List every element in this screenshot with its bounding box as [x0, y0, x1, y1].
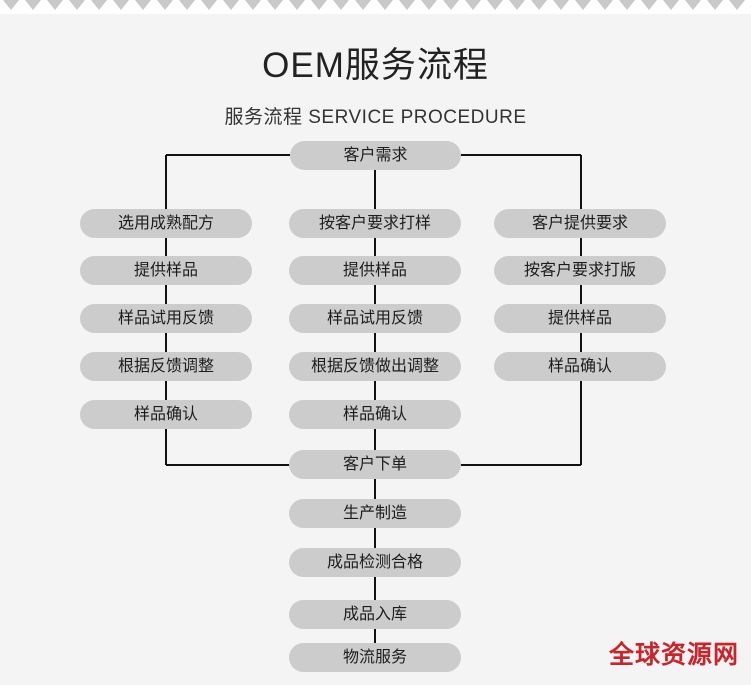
node-label: 成品入库 [342, 606, 407, 623]
node-label: 成品检测合格 [326, 554, 423, 571]
decorative-top-edge [0, 0, 751, 14]
node-label: 生产制造 [342, 505, 407, 522]
node-tail-2[interactable]: 成品检测合格 [289, 548, 461, 577]
node-label: 样品确认 [547, 358, 612, 375]
node-label: 样品试用反馈 [117, 310, 214, 327]
node-center-1[interactable]: 按客户要求打样 [289, 209, 461, 238]
scallop-pattern-icon [0, 0, 751, 11]
node-tail-4[interactable]: 物流服务 [289, 643, 461, 672]
node-label: 提供样品 [547, 310, 612, 327]
node-label: 样品确认 [133, 406, 198, 423]
node-label: 客户需求 [343, 147, 408, 164]
node-right-1[interactable]: 客户提供要求 [494, 209, 666, 238]
node-label: 提供样品 [133, 262, 198, 279]
node-label: 提供样品 [342, 262, 407, 279]
watermark-logo: 全球资源网 [608, 641, 739, 669]
node-left-4[interactable]: 根据反馈调整 [80, 352, 252, 381]
node-tail-1[interactable]: 生产制造 [289, 499, 461, 528]
node-right-4[interactable]: 样品确认 [494, 352, 666, 381]
node-center-3[interactable]: 样品试用反馈 [289, 304, 461, 333]
node-label: 根据反馈调整 [117, 358, 214, 375]
node-label: 样品确认 [342, 406, 407, 423]
node-label: 按客户要求打版 [523, 262, 636, 279]
node-center-4[interactable]: 根据反馈做出调整 [289, 352, 461, 381]
node-start[interactable]: 客户需求 [290, 141, 461, 170]
node-left-2[interactable]: 提供样品 [80, 256, 252, 285]
node-center-5[interactable]: 样品确认 [289, 400, 461, 429]
node-right-2[interactable]: 按客户要求打版 [494, 256, 666, 285]
page-subtitle: 服务流程 SERVICE PROCEDURE [224, 107, 527, 128]
node-left-5[interactable]: 样品确认 [80, 400, 252, 429]
node-left-1[interactable]: 选用成熟配方 [80, 209, 252, 238]
node-label: 按客户要求打样 [318, 215, 431, 232]
node-label: 客户下单 [342, 456, 407, 473]
page-title: OEM服务流程 [262, 46, 489, 85]
node-tail-3[interactable]: 成品入库 [289, 600, 461, 629]
node-merge-order[interactable]: 客户下单 [289, 450, 461, 479]
node-label: 物流服务 [342, 649, 407, 666]
node-label: 客户提供要求 [531, 215, 628, 232]
node-label: 样品试用反馈 [326, 310, 423, 327]
node-label: 选用成熟配方 [117, 215, 214, 232]
node-center-2[interactable]: 提供样品 [289, 256, 461, 285]
node-right-3[interactable]: 提供样品 [494, 304, 666, 333]
node-left-3[interactable]: 样品试用反馈 [80, 304, 252, 333]
node-label: 根据反馈做出调整 [310, 358, 439, 375]
